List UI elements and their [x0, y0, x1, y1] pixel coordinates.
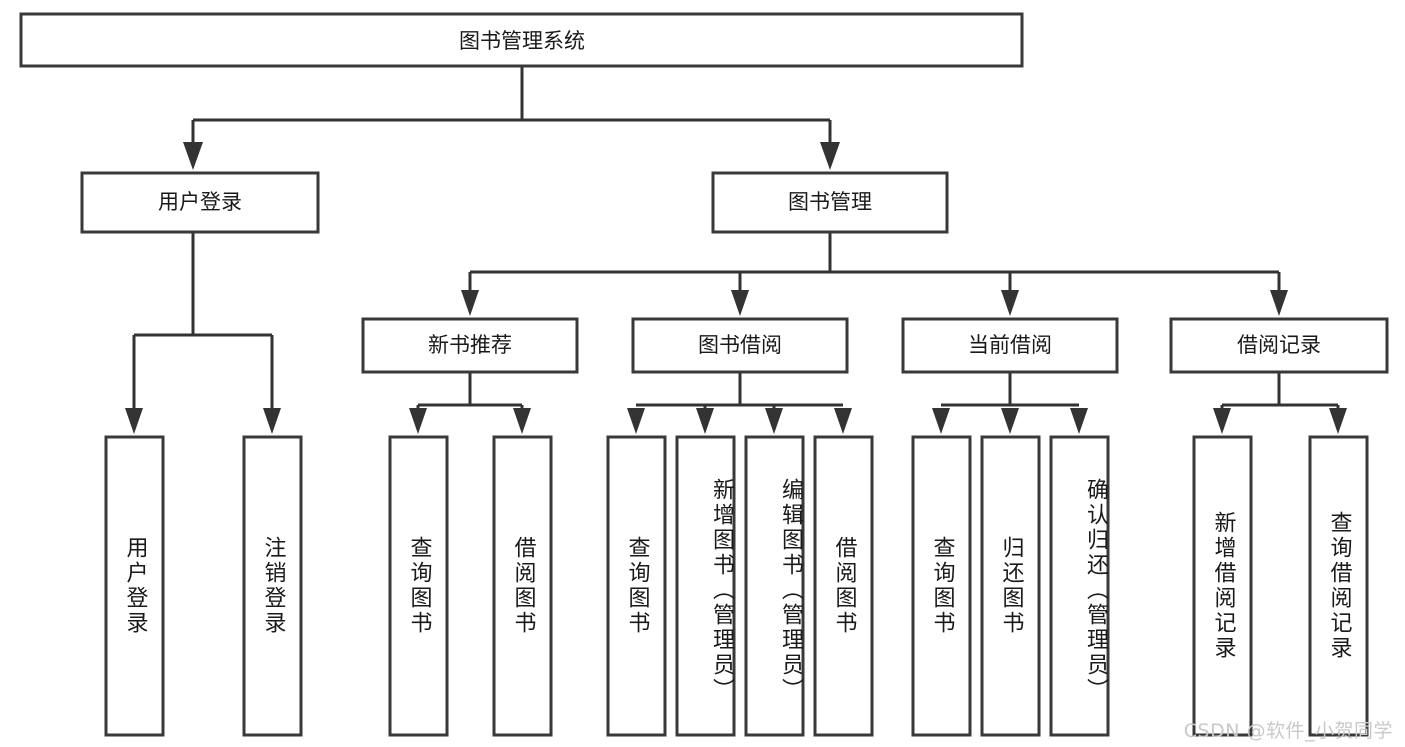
arrow-head-leaf-query-record — [1329, 408, 1347, 434]
arrow-head-current-borrow — [1001, 290, 1019, 316]
arrow-head-user-login — [183, 142, 203, 170]
node-borrow-record-label: 借阅记录 — [1237, 333, 1321, 357]
node-user-login[interactable]: 用户登录 — [80, 171, 320, 234]
leaf-logout-box[interactable] — [242, 435, 303, 737]
node-current-borrow-box[interactable] — [901, 317, 1119, 374]
node-book-borrow-box[interactable] — [631, 317, 849, 374]
arrow-head-leaf-confirm-return — [1070, 408, 1088, 434]
node-user-login-box[interactable] — [80, 171, 320, 234]
node-book-management-label: 图书管理 — [788, 190, 872, 214]
arrow-head-leaf-query-book-3 — [932, 408, 950, 434]
node-book-management-box[interactable] — [711, 171, 949, 234]
arrow-head-new-book-recommend — [461, 290, 479, 316]
node-borrow-record-box[interactable] — [1169, 317, 1389, 374]
leaf-query-book-2-box[interactable] — [606, 435, 667, 737]
arrow-head-leaf-logout — [263, 408, 281, 434]
arrow-head-leaf-add-record — [1213, 408, 1231, 434]
arrow-head-borrow-record — [1270, 290, 1288, 316]
node-book-management[interactable]: 图书管理 — [711, 171, 949, 234]
leaf-edit-book-box[interactable] — [744, 435, 805, 737]
arrow-head-book-borrow — [731, 290, 749, 316]
arrow-head-leaf-query-book-1 — [409, 408, 427, 434]
node-new-book-recommend-label: 新书推荐 — [428, 333, 512, 357]
arrow-head-leaf-edit-book — [765, 408, 783, 434]
leaf-box-layer — [104, 435, 1369, 737]
arrow-head-book-management — [820, 142, 840, 170]
arrow-head-leaf-query-book-2 — [627, 408, 645, 434]
node-book-borrow[interactable]: 图书借阅 — [631, 317, 849, 374]
leaf-query-book-3-box[interactable] — [911, 435, 972, 737]
connector-layer — [125, 66, 1347, 434]
node-book-borrow-label: 图书借阅 — [698, 333, 782, 357]
node-root-label: 图书管理系统 — [459, 29, 585, 53]
node-new-book-recommend[interactable]: 新书推荐 — [361, 317, 579, 374]
node-user-login-label: 用户登录 — [158, 190, 242, 214]
leaf-confirm-return-box[interactable] — [1049, 435, 1110, 737]
leaf-return-book-box[interactable] — [980, 435, 1041, 737]
node-borrow-record[interactable]: 借阅记录 — [1169, 317, 1389, 374]
node-current-borrow-label: 当前借阅 — [968, 333, 1052, 357]
arrow-head-leaf-borrow-book-1 — [513, 408, 531, 434]
leaf-borrow-book-2-box[interactable] — [813, 435, 874, 737]
csdn-watermark: CSDN @软件_小贺同学 — [1183, 720, 1393, 742]
node-current-borrow[interactable]: 当前借阅 — [901, 317, 1119, 374]
leaf-query-book-1-box[interactable] — [388, 435, 449, 737]
leaf-query-record-box[interactable] — [1308, 435, 1369, 737]
arrow-head-leaf-add-book — [696, 408, 714, 434]
arrow-head-leaf-return-book — [1001, 408, 1019, 434]
arrow-head-leaf-user-login — [125, 408, 143, 434]
node-root-box[interactable] — [19, 12, 1024, 68]
leaf-add-record-box[interactable] — [1192, 435, 1253, 737]
node-root[interactable]: 图书管理系统 — [19, 12, 1024, 68]
node-new-book-recommend-box[interactable] — [361, 317, 579, 374]
arrow-head-leaf-borrow-book-2 — [834, 408, 852, 434]
leaf-user-login-box[interactable] — [104, 435, 165, 737]
leaf-borrow-book-1-box[interactable] — [492, 435, 553, 737]
leaf-add-book-box[interactable] — [675, 435, 736, 737]
